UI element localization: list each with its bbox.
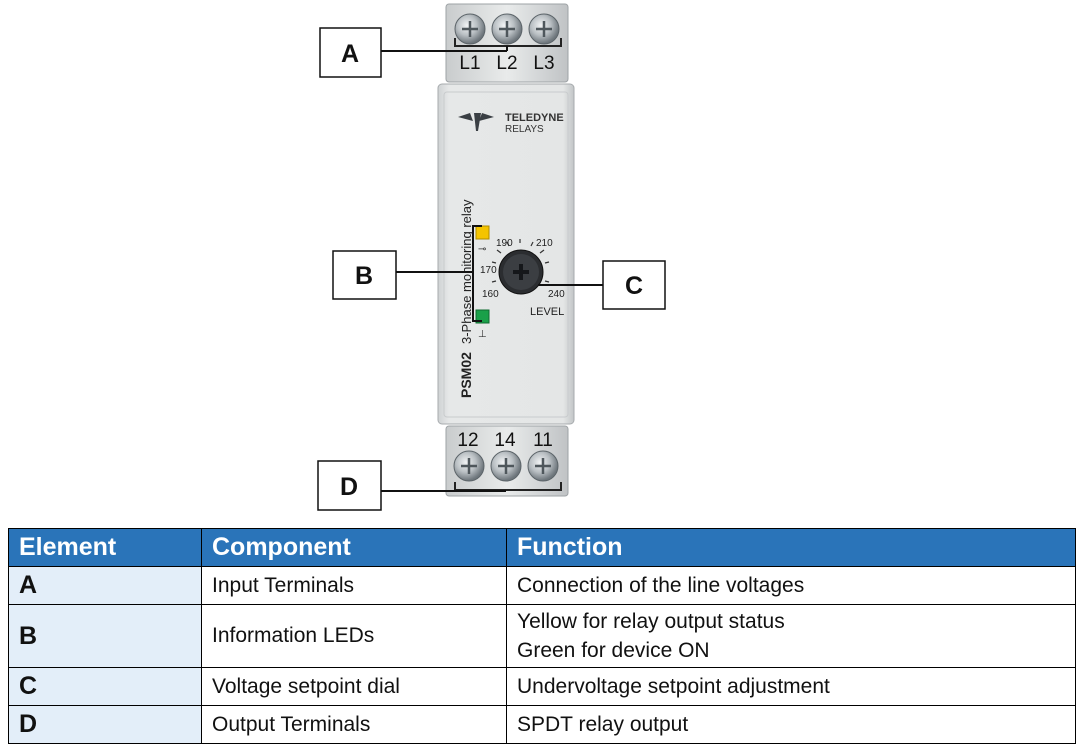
terminal-label-l1: L1 — [459, 53, 480, 74]
element-cell: D — [8, 705, 202, 744]
table-row: A Input Terminals Connection of the line… — [8, 566, 1076, 605]
table-row: B Information LEDs Yellow for relay outp… — [8, 604, 1076, 668]
callout-b: B — [332, 225, 482, 322]
relay-diagram: L1 L2 L3 TELEDYNE RELAYS PSM02 3-Phase m… — [317, 3, 666, 511]
dial-mark-240: 240 — [548, 289, 565, 300]
function-cell: Undervoltage setpoint adjustment — [506, 667, 1076, 706]
dial-mark-170: 170 — [480, 265, 497, 276]
terminal-label-11: 11 — [533, 430, 553, 451]
element-cell: A — [8, 566, 202, 605]
component-cell: Input Terminals — [201, 566, 507, 605]
dial-mark-160: 160 — [482, 289, 499, 300]
dial-mark-190: 190 — [496, 238, 513, 249]
table-header-row: Element Component Function — [8, 528, 1076, 567]
callout-c: C — [538, 260, 666, 310]
element-cell: B — [8, 604, 202, 668]
terminal-screw-icon — [453, 450, 485, 482]
header-element: Element — [8, 528, 202, 567]
dial-label: LEVEL — [530, 306, 564, 318]
svg-text:D: D — [340, 473, 358, 501]
component-cell: Voltage setpoint dial — [201, 667, 507, 706]
relay-contact-symbol-icon: ⊸ — [478, 244, 486, 255]
function-cell: Connection of the line voltages — [506, 566, 1076, 605]
terminal-screw-icon — [454, 13, 486, 45]
teledyne-logo-icon — [458, 113, 494, 131]
brand-name: TELEDYNE — [505, 112, 564, 124]
power-symbol-icon: ⊥ — [478, 329, 487, 340]
terminal-label-14: 14 — [494, 430, 516, 451]
table-row: D Output Terminals SPDT relay output — [8, 705, 1076, 744]
terminal-screw-icon — [491, 13, 523, 45]
terminal-screw-icon — [527, 450, 559, 482]
function-cell: Yellow for relay output status Green for… — [506, 604, 1076, 668]
model-name: PSM02 — [458, 352, 474, 398]
bottom-terminal-block: 12 14 11 — [445, 425, 569, 497]
terminal-label-l3: L3 — [533, 53, 554, 74]
svg-text:B: B — [355, 262, 373, 290]
led-green — [475, 309, 490, 324]
callout-d: D — [317, 460, 506, 511]
voltage-dial[interactable] — [491, 239, 550, 295]
function-line: Yellow for relay output status — [517, 610, 785, 633]
component-cell: Information LEDs — [201, 604, 507, 668]
table-row: C Voltage setpoint dial Undervoltage set… — [8, 667, 1076, 706]
header-function: Function — [506, 528, 1076, 567]
header-component: Component — [201, 528, 507, 567]
element-cell: C — [8, 667, 202, 706]
top-terminal-block: L1 L2 L3 — [445, 3, 569, 83]
terminal-label-l2: L2 — [496, 53, 517, 74]
component-cell: Output Terminals — [201, 705, 507, 744]
terminal-label-12: 12 — [457, 430, 478, 451]
led-yellow — [475, 225, 490, 240]
callout-a: A — [319, 27, 508, 78]
svg-text:A: A — [341, 40, 359, 68]
function-cell: SPDT relay output — [506, 705, 1076, 744]
relay-body: TELEDYNE RELAYS PSM02 3-Phase monitoring… — [437, 83, 575, 425]
terminal-screw-icon — [490, 450, 522, 482]
svg-text:C: C — [625, 272, 643, 300]
terminal-screw-icon — [528, 13, 560, 45]
function-line: Green for device ON — [517, 639, 710, 662]
brand-subtitle: RELAYS — [505, 124, 544, 135]
element-table: Element Component Function A Input Termi… — [8, 528, 1076, 744]
dial-mark-210: 210 — [536, 238, 553, 249]
